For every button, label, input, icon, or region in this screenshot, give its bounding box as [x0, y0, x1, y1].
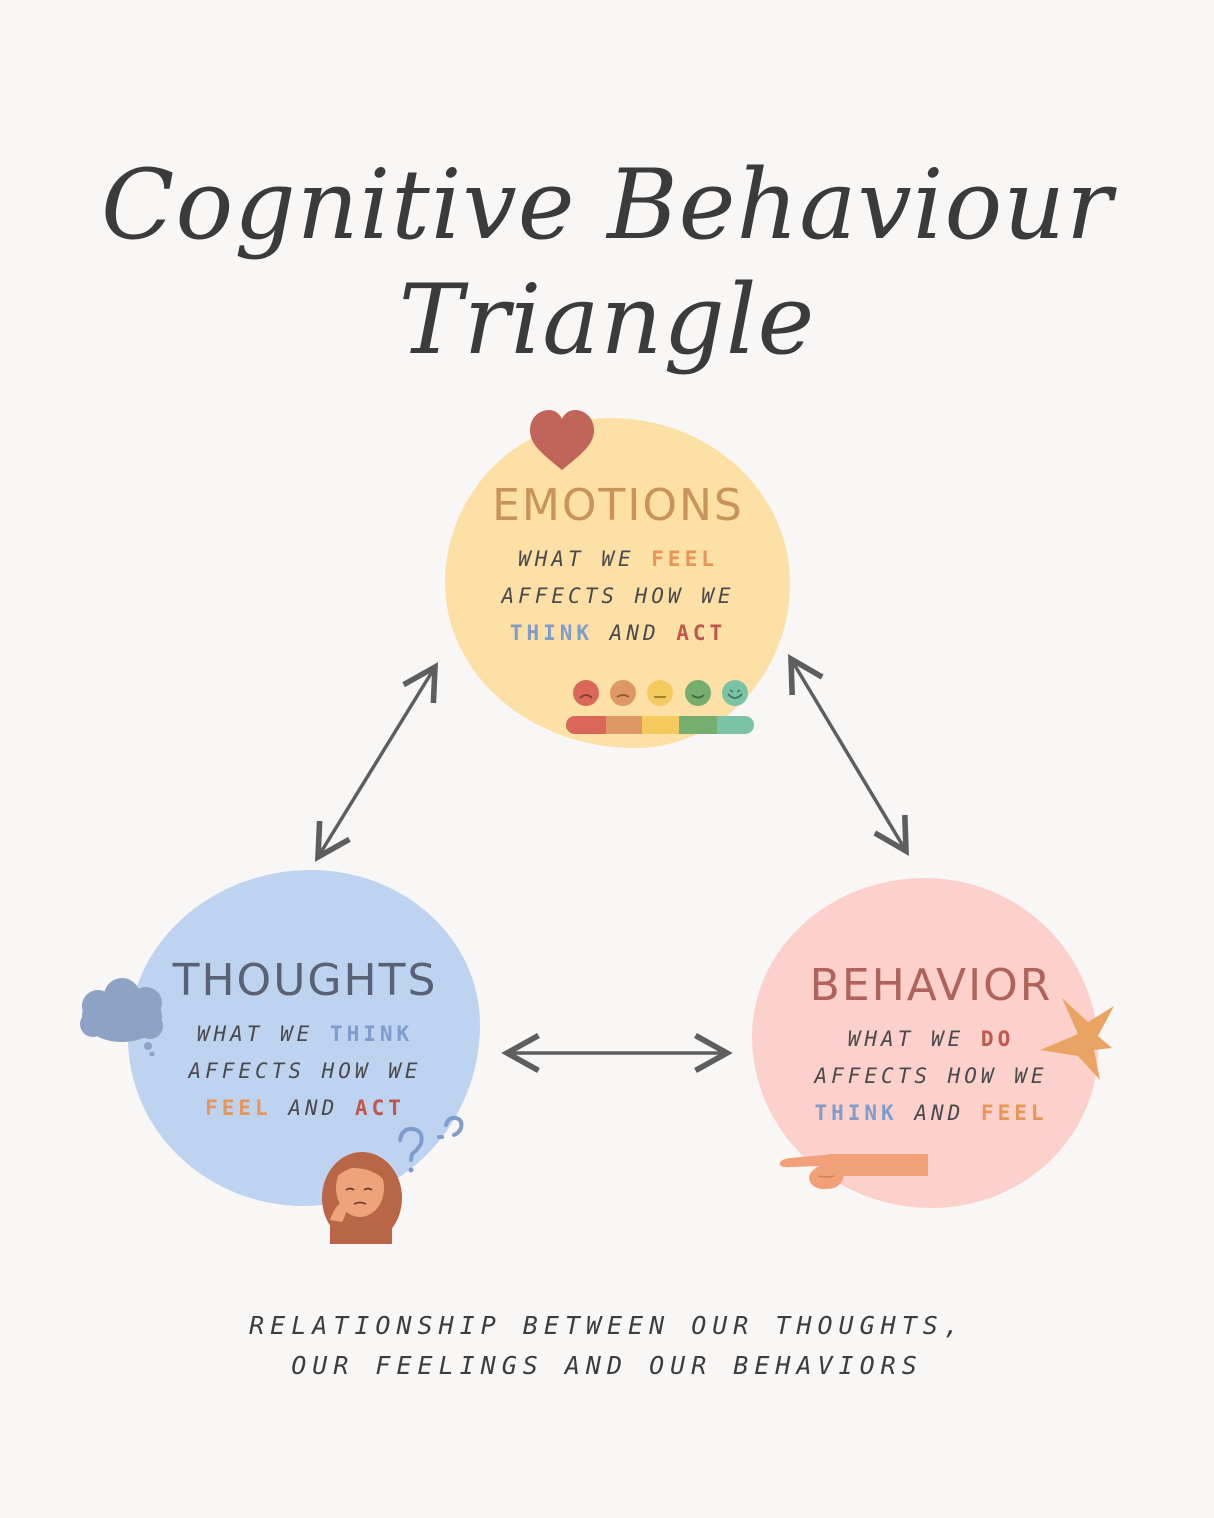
behavior-node: BEHAVIOR WHAT WE DO AFFECTS HOW WE THINK… — [771, 960, 1091, 1132]
emotions-node: EMOTIONS WHAT WE FEEL AFFECTS HOW WE THI… — [458, 480, 778, 652]
behavior-circle — [752, 878, 1098, 1208]
emotions-keyword-think: THINK — [509, 621, 594, 645]
thoughts-keyword-feel: FEEL — [205, 1096, 272, 1120]
behavior-line-1-text: WHAT WE — [847, 1027, 981, 1051]
footer-line-1: RELATIONSHIP BETWEEN OUR THOUGHTS, — [249, 1311, 965, 1340]
behavior-line-2: AFFECTS HOW WE — [814, 1064, 1048, 1088]
thoughts-line-1: WHAT WE THINK — [145, 1016, 465, 1053]
heart-icon — [530, 410, 594, 470]
emotions-line-2: AFFECTS HOW WE — [501, 584, 735, 608]
emotions-heading: EMOTIONS — [492, 480, 744, 531]
arrow-thoughts-emotions — [314, 662, 439, 862]
behavior-keyword-think: THINK — [814, 1101, 898, 1125]
mood-scale-icon — [566, 680, 754, 734]
thinking-woman-icon — [322, 1152, 402, 1244]
thoughts-heading: THOUGHTS — [172, 955, 438, 1006]
thought-cloud-icon — [80, 978, 163, 1057]
emotions-line-3: THINK AND ACT — [458, 615, 778, 652]
behavior-keyword-feel: FEEL — [980, 1101, 1048, 1125]
footer-line-2: OUR FEELINGS AND OUR BEHAVIORS — [291, 1351, 923, 1380]
emotions-line-1: WHAT WE FEEL — [458, 541, 778, 578]
thoughts-line-1-text: WHAT WE — [196, 1022, 330, 1046]
thoughts-circle — [128, 870, 480, 1206]
behavior-line-1: WHAT WE DO — [771, 1021, 1091, 1058]
behavior-keyword-do: DO — [980, 1027, 1015, 1051]
arrow-emotions-behavior — [788, 654, 909, 856]
page-title-line-2: Triangle — [398, 264, 816, 376]
thoughts-node: THOUGHTS WHAT WE THINK AFFECTS HOW WE FE… — [145, 955, 465, 1127]
emotions-line-3-mid: AND — [593, 621, 677, 645]
thoughts-keyword-act: ACT — [354, 1096, 405, 1120]
thoughts-keyword-think: THINK — [329, 1022, 414, 1046]
thoughts-line-2: AFFECTS HOW WE — [188, 1059, 422, 1083]
behavior-line-3-mid: AND — [897, 1101, 981, 1125]
page-title-line-1: Cognitive Behaviour — [101, 149, 1113, 261]
behavior-heading: BEHAVIOR — [809, 960, 1053, 1011]
emotions-keyword-feel: FEEL — [651, 547, 718, 571]
question-marks-icon — [398, 1115, 464, 1173]
emotions-line-1-text: WHAT WE — [518, 547, 652, 571]
starburst-icon — [1040, 998, 1114, 1080]
pointing-hand-icon — [779, 1154, 928, 1190]
thoughts-line-3-mid: AND — [271, 1096, 355, 1120]
behavior-line-3: THINK AND FEEL — [771, 1095, 1091, 1132]
emotions-keyword-act: ACT — [676, 621, 727, 645]
thoughts-line-3: FEEL AND ACT — [145, 1090, 465, 1127]
footer-caption: RELATIONSHIP BETWEEN OUR THOUGHTS, OUR F… — [0, 1306, 1214, 1386]
